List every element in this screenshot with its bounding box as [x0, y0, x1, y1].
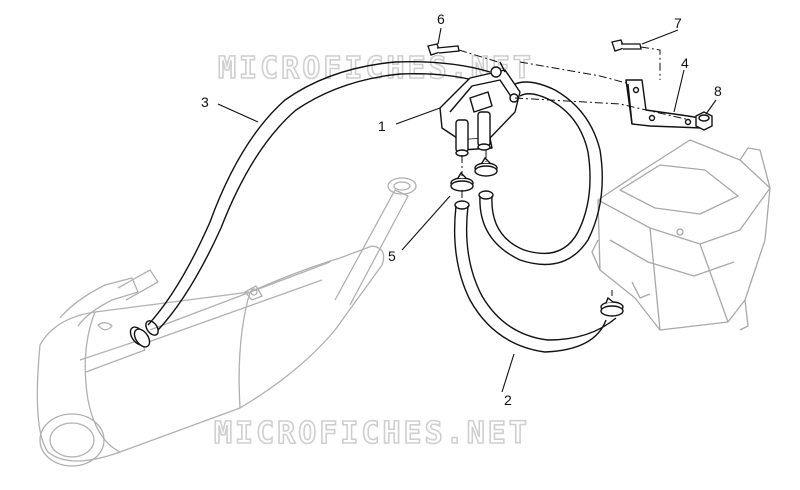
assembly-lines — [458, 46, 691, 296]
air-box-ghost — [591, 139, 771, 331]
callout-6: 6 — [437, 11, 445, 27]
bolt-6 — [427, 43, 460, 56]
leader-lines — [217, 27, 717, 393]
nut-8 — [695, 111, 713, 131]
exhaust-muffler-ghost — [36, 177, 417, 467]
callout-4: 4 — [681, 55, 689, 71]
hose-3 — [145, 61, 491, 336]
bolt-7 — [611, 39, 642, 52]
hose-clamps — [129, 156, 624, 348]
watermark-bottom: MICROFICHES.NET — [214, 416, 530, 451]
callout-labels: 1 2 3 4 5 6 7 8 — [201, 11, 722, 408]
callout-5: 5 — [388, 248, 396, 264]
callout-8: 8 — [714, 83, 722, 99]
callout-7: 7 — [674, 15, 682, 31]
bracket-4 — [625, 79, 703, 129]
callout-3: 3 — [201, 94, 209, 110]
valve-body — [439, 61, 521, 157]
callout-2: 2 — [504, 392, 512, 408]
callout-1: 1 — [378, 118, 386, 134]
